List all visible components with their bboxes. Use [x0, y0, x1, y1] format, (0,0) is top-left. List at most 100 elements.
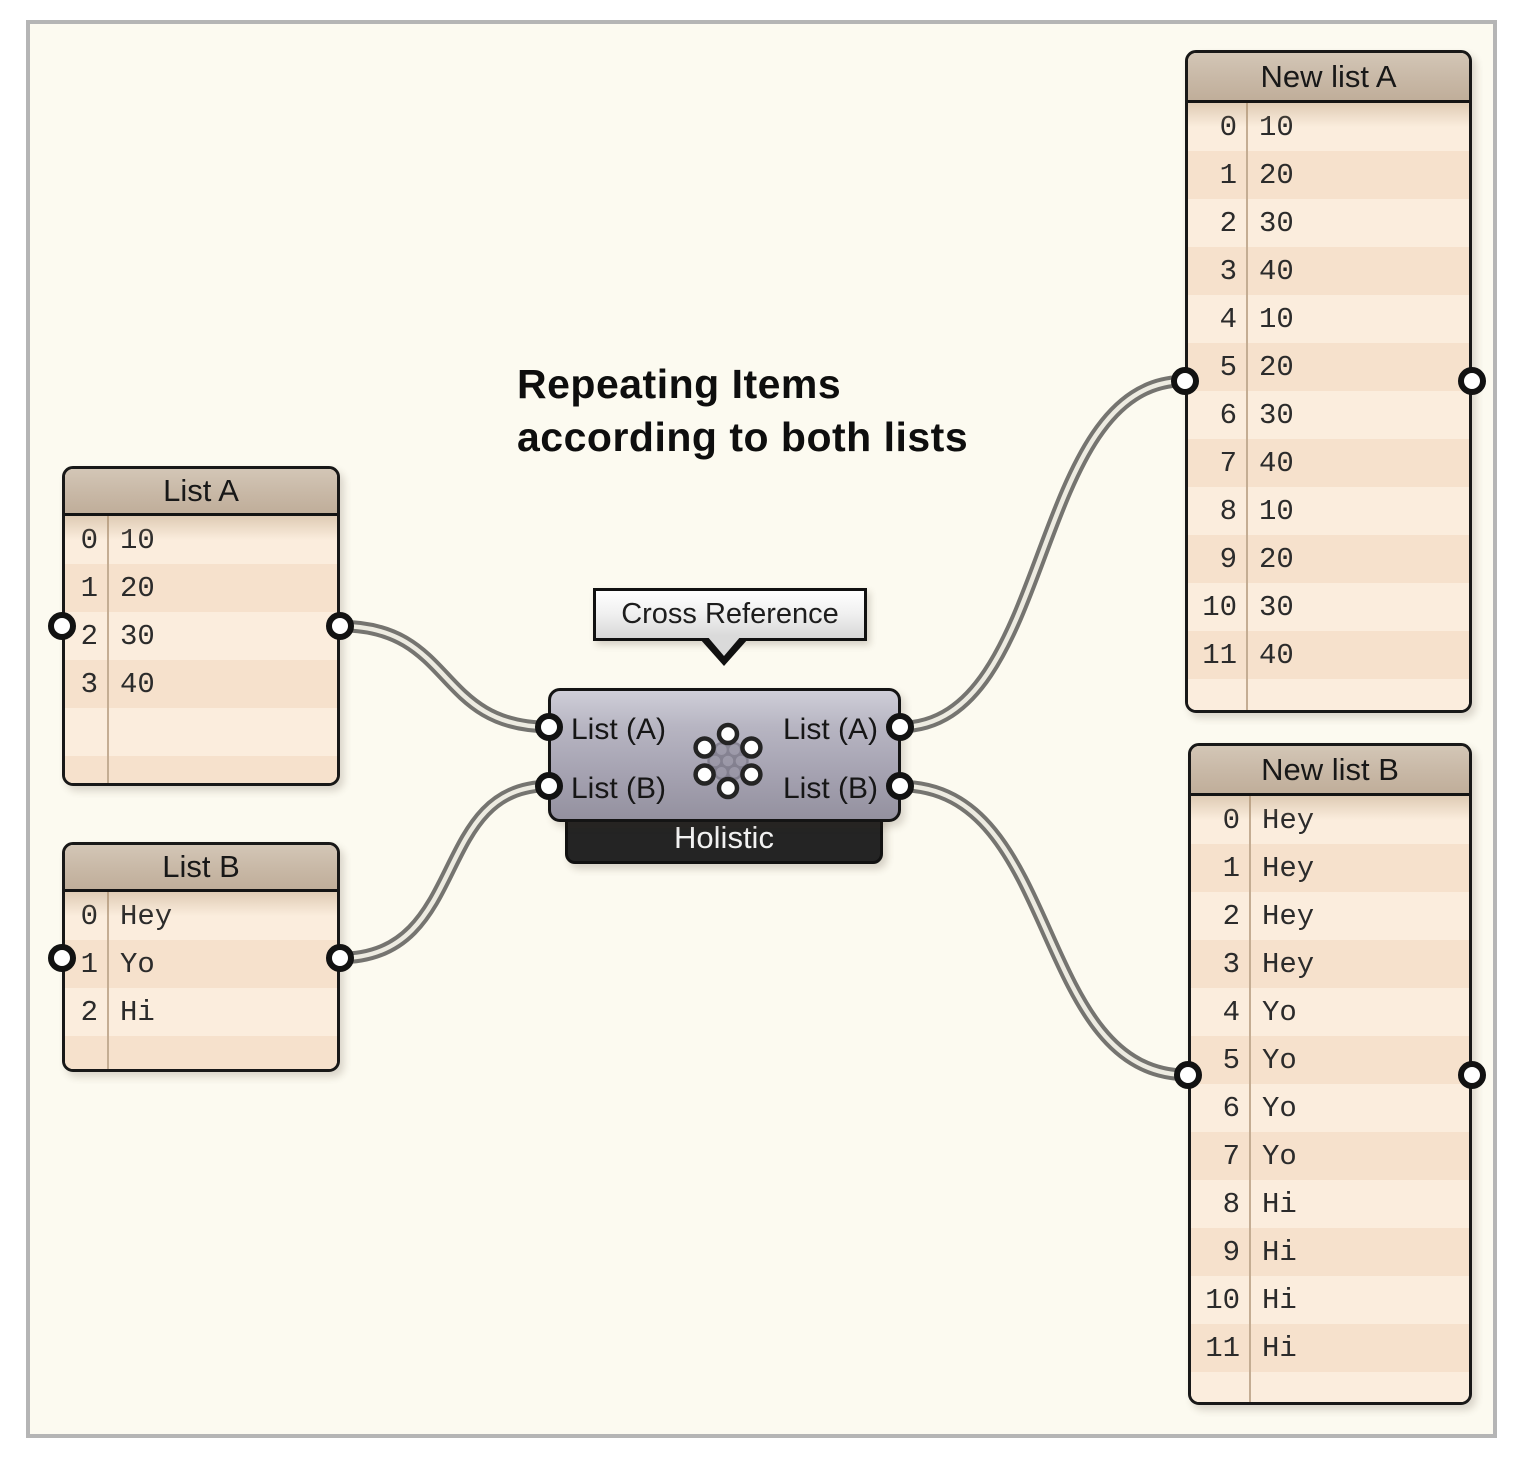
panel-new-list-b-title: New list B	[1191, 746, 1469, 796]
row-value: Yo	[120, 947, 155, 981]
list-b-output-port[interactable]	[326, 944, 354, 972]
component-output-port-list-b[interactable]	[886, 772, 914, 800]
component-tooltip-label: Cross Reference	[621, 598, 839, 630]
component-input-label-list-a: List (A)	[571, 713, 667, 746]
component-input-port-list-a[interactable]	[535, 713, 563, 741]
row-index: 0	[80, 899, 98, 933]
panel-row	[65, 756, 337, 783]
row-index: 5	[1219, 350, 1237, 384]
row-index: 2	[80, 995, 98, 1029]
index-divider	[1246, 103, 1248, 710]
row-index: 4	[1222, 995, 1240, 1029]
row-index: 2	[1222, 899, 1240, 933]
row-value: 10	[1259, 110, 1294, 144]
panel-row	[65, 708, 337, 756]
row-index: 5	[1222, 1043, 1240, 1077]
row-value: 40	[1259, 254, 1294, 288]
panel-row	[1188, 679, 1469, 710]
row-value: Hey	[1262, 851, 1315, 885]
row-value: 20	[120, 571, 155, 605]
row-index: 3	[1219, 254, 1237, 288]
row-index: 4	[1219, 302, 1237, 336]
wire-list-b-to-component[interactable]	[339, 779, 550, 965]
panel-list-b-title: List B	[65, 845, 337, 892]
wire-list-a-to-component[interactable]	[339, 619, 550, 734]
index-divider	[107, 516, 109, 783]
list-a-input-port[interactable]	[48, 612, 76, 640]
index-divider	[1249, 796, 1251, 1402]
row-value: Hi	[1262, 1187, 1297, 1221]
row-value: 10	[1259, 494, 1294, 528]
panel-row	[65, 1036, 337, 1069]
row-index: 8	[1222, 1187, 1240, 1221]
component-output-port-list-a[interactable]	[886, 713, 914, 741]
row-value: 20	[1259, 158, 1294, 192]
new-list-b-output-port[interactable]	[1458, 1061, 1486, 1089]
panel-row: 1 Hey	[1191, 844, 1469, 892]
row-value: Hey	[1262, 899, 1315, 933]
row-index: 1	[1222, 851, 1240, 885]
component-input-label-list-b: List (B)	[571, 772, 667, 805]
row-value: Yo	[1262, 1091, 1297, 1125]
row-index: 2	[1219, 206, 1237, 240]
row-index: 11	[1202, 638, 1237, 672]
cross-reference-component[interactable]: List (A) List (B) List (A) List (B)	[548, 688, 901, 822]
row-value: 30	[120, 619, 155, 653]
row-value: 30	[1259, 398, 1294, 432]
row-index: 10	[1202, 590, 1237, 624]
canvas-title: Repeating Items according to both lists	[517, 358, 968, 464]
row-value: Yo	[1262, 1043, 1297, 1077]
canvas-title-line2: according to both lists	[517, 414, 969, 460]
canvas-title-line1: Repeating Items	[517, 361, 842, 407]
row-value: Hi	[1262, 1235, 1297, 1269]
row-value: Hey	[1262, 947, 1315, 981]
row-value: 20	[1259, 542, 1294, 576]
tooltip-notch-fill	[707, 636, 741, 656]
row-index: 11	[1205, 1331, 1240, 1365]
row-value: 40	[1259, 638, 1294, 672]
new-list-b-input-port[interactable]	[1174, 1061, 1202, 1089]
row-value: 30	[1259, 590, 1294, 624]
row-value: Hey	[120, 899, 173, 933]
new-list-a-input-port[interactable]	[1171, 367, 1199, 395]
row-value: Hi	[120, 995, 155, 1029]
row-index: 1	[1219, 158, 1237, 192]
new-list-a-output-port[interactable]	[1458, 367, 1486, 395]
component-tooltip: Cross Reference	[593, 588, 867, 641]
row-value: 10	[120, 523, 155, 557]
wire-component-to-new-list-b[interactable]	[899, 779, 1189, 1082]
panel-row: 2 Hey	[1191, 892, 1469, 940]
component-name-label: Holistic	[674, 820, 774, 855]
index-divider	[107, 892, 109, 1069]
list-b-input-port[interactable]	[48, 944, 76, 972]
wire-component-to-new-list-a[interactable]	[899, 374, 1186, 734]
row-value: 40	[120, 667, 155, 701]
row-index: 7	[1222, 1139, 1240, 1173]
row-index: 10	[1205, 1283, 1240, 1317]
component-input-port-list-b[interactable]	[535, 772, 563, 800]
row-index: 7	[1219, 446, 1237, 480]
list-a-output-port[interactable]	[326, 612, 354, 640]
panel-row: 3 40	[1188, 247, 1469, 295]
row-index: 3	[1222, 947, 1240, 981]
row-index: 6	[1219, 398, 1237, 432]
panel-row: 5 Yo	[1191, 1036, 1469, 1084]
panel-row: 10 30	[1188, 583, 1469, 631]
